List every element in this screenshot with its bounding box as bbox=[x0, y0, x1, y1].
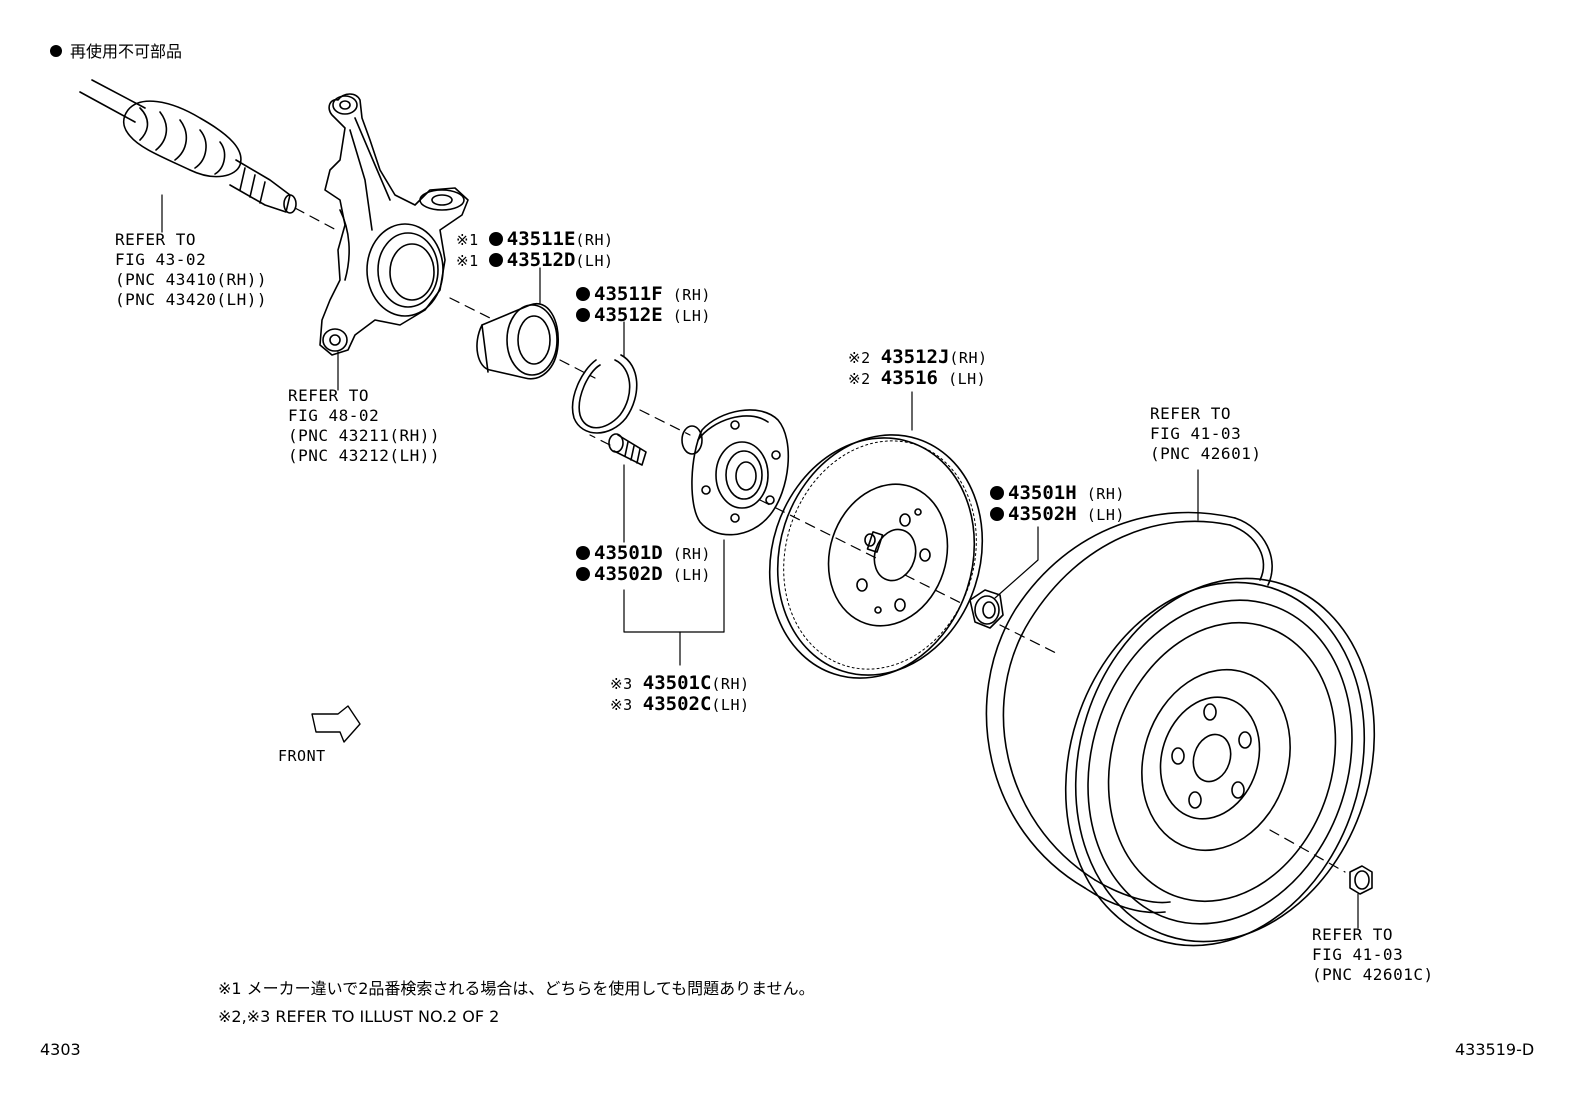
part-line[interactable]: 43502D (LH) bbox=[576, 564, 711, 585]
non-reusable-dot-icon bbox=[990, 507, 1004, 521]
ref-line: REFER TO bbox=[115, 230, 197, 249]
part-line[interactable]: 43502H (LH) bbox=[990, 504, 1125, 525]
hubnut-leader bbox=[994, 526, 1039, 599]
bearing-callout: ※1 43511E(RH) ※1 43512D(LH) bbox=[456, 229, 614, 271]
ref-line: FIG 48-02 bbox=[288, 406, 380, 425]
ref-line: REFER TO bbox=[288, 386, 370, 405]
non-reusable-dot-icon bbox=[576, 546, 590, 560]
ref-line: (PNC 43410(RH)) bbox=[115, 270, 267, 289]
axle-hub bbox=[681, 409, 790, 536]
hub-bracket bbox=[623, 589, 725, 633]
part-line[interactable]: 43512E (LH) bbox=[576, 305, 711, 326]
illustration-code: 433519-D bbox=[1455, 1040, 1535, 1059]
front-label: FRONT bbox=[278, 747, 326, 765]
center-axis-line bbox=[294, 207, 1346, 873]
note-2: ※2,※3 REFER TO ILLUST NO.2 OF 2 bbox=[218, 1007, 500, 1026]
legend-text: 再使用不可部品 bbox=[70, 42, 183, 61]
legend-dot-icon bbox=[50, 45, 62, 57]
non-reusable-dot-icon bbox=[488, 253, 503, 267]
part-line[interactable]: 43501D (RH) bbox=[576, 543, 711, 564]
drive-shaft bbox=[79, 79, 297, 214]
part-line[interactable]: 43511F (RH) bbox=[576, 284, 711, 305]
ref-line: REFER TO bbox=[1312, 925, 1394, 944]
ref-line: (PNC 43211(RH)) bbox=[288, 426, 440, 445]
ref-line: (PNC 43420(LH)) bbox=[115, 290, 267, 309]
wheel-bearing bbox=[476, 302, 559, 380]
non-reusable-dot-icon bbox=[576, 287, 590, 301]
steering-knuckle bbox=[319, 93, 469, 356]
wheel-nut bbox=[1349, 865, 1373, 895]
legend: 再使用不可部品 bbox=[50, 38, 182, 62]
hubnut-callout: 43501H (RH) 43502H (LH) bbox=[990, 483, 1125, 525]
hub-callout: ※3 43501C(RH) ※3 43502C(LH) bbox=[610, 673, 750, 715]
part-line[interactable]: ※3 43502C(LH) bbox=[610, 693, 750, 715]
snap-ring bbox=[571, 354, 638, 434]
part-line[interactable]: ※2 43512J(RH) bbox=[848, 346, 988, 368]
brake-disc bbox=[768, 434, 984, 679]
driveshaft-ref: REFER TO FIG 43-02 (PNC 43410(RH)) (PNC … bbox=[115, 230, 267, 310]
wheelnut-ref: REFER TO FIG 41-03 (PNC 42601C) bbox=[1312, 925, 1434, 985]
part-line[interactable]: 43501H (RH) bbox=[990, 483, 1125, 504]
wheel-ref: REFER TO FIG 41-03 (PNC 42601) bbox=[1150, 404, 1261, 464]
ref-line: FIG 41-03 bbox=[1312, 945, 1404, 964]
part-line[interactable]: ※1 43512D(LH) bbox=[456, 249, 614, 271]
ref-line: REFER TO bbox=[1150, 404, 1232, 423]
ref-line: (PNC 42601C) bbox=[1312, 965, 1434, 984]
part-line[interactable]: ※1 43511E(RH) bbox=[456, 228, 614, 250]
non-reusable-dot-icon bbox=[576, 308, 590, 322]
ref-line: (PNC 42601) bbox=[1150, 444, 1262, 463]
wheel-rim bbox=[985, 511, 1376, 947]
snapring-callout: 43511F (RH) 43512E (LH) bbox=[576, 284, 711, 326]
non-reusable-dot-icon bbox=[488, 232, 503, 246]
figure-group-code: 4303 bbox=[40, 1040, 81, 1059]
ref-line: FIG 41-03 bbox=[1150, 424, 1242, 443]
hub-nut bbox=[969, 589, 1004, 629]
non-reusable-dot-icon bbox=[990, 486, 1004, 500]
hub-bolt bbox=[608, 433, 647, 466]
non-reusable-dot-icon bbox=[576, 567, 590, 581]
part-line[interactable]: ※3 43501C(RH) bbox=[610, 672, 750, 694]
ref-line: (PNC 43212(LH)) bbox=[288, 446, 440, 465]
part-line[interactable]: ※2 43516 (LH) bbox=[848, 367, 987, 389]
note-1: ※1 メーカー違いで2品番検索される場合は、どちらを使用しても問題ありません。 bbox=[218, 979, 815, 998]
knuckle-ref: REFER TO FIG 48-02 (PNC 43211(RH)) (PNC … bbox=[288, 386, 440, 466]
hubbolt-callout: 43501D (RH) 43502D (LH) bbox=[576, 543, 711, 585]
front-arrow-icon bbox=[311, 705, 361, 743]
ref-line: FIG 43-02 bbox=[115, 250, 207, 269]
disc-callout: ※2 43512J(RH) ※2 43516 (LH) bbox=[848, 347, 988, 389]
